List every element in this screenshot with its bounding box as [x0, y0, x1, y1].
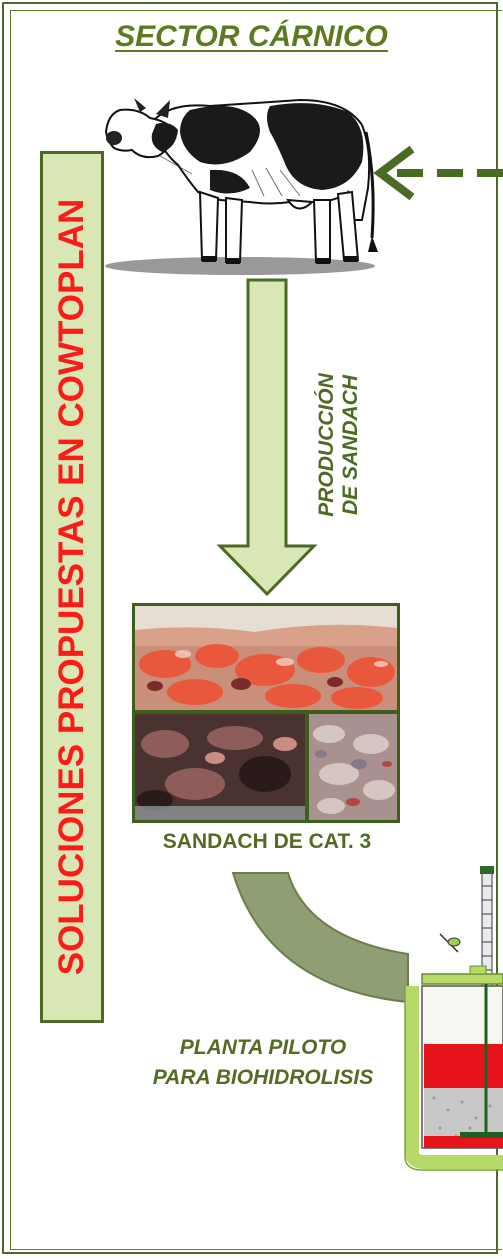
plant-label-line-1: PLANTA PILOTO	[118, 1033, 408, 1063]
photo-bottom-right	[309, 714, 397, 820]
reactor-illustration	[400, 866, 503, 1172]
side-banner-text: SOLUCIONES PROPUESTAS EN COWTOPLAN	[52, 199, 92, 976]
dashed-arrow-icon	[372, 143, 503, 203]
plant-label: PLANTA PILOTO PARA BIOHIDROLISIS	[118, 1033, 408, 1093]
flow-label-line-2: DE SANDACH	[339, 373, 363, 517]
flow-label: PRODUCCIÓN DE SANDACH	[315, 373, 363, 517]
photo-bottom-left	[135, 714, 305, 820]
cow-illustration	[100, 70, 380, 285]
photo-caption: SANDACH DE CAT. 3	[132, 830, 402, 854]
page-title: SECTOR CÁRNICO	[0, 20, 503, 54]
side-banner: SOLUCIONES PROPUESTAS EN COWTOPLAN	[40, 151, 104, 1023]
photo-top	[135, 606, 397, 710]
flow-label-line-1: PRODUCCIÓN	[315, 373, 339, 517]
curved-arrow-icon	[228, 868, 408, 1008]
down-arrow-icon	[218, 278, 318, 598]
plant-label-line-2: PARA BIOHIDROLISIS	[118, 1063, 408, 1093]
sandach-photo-grid	[132, 603, 400, 823]
